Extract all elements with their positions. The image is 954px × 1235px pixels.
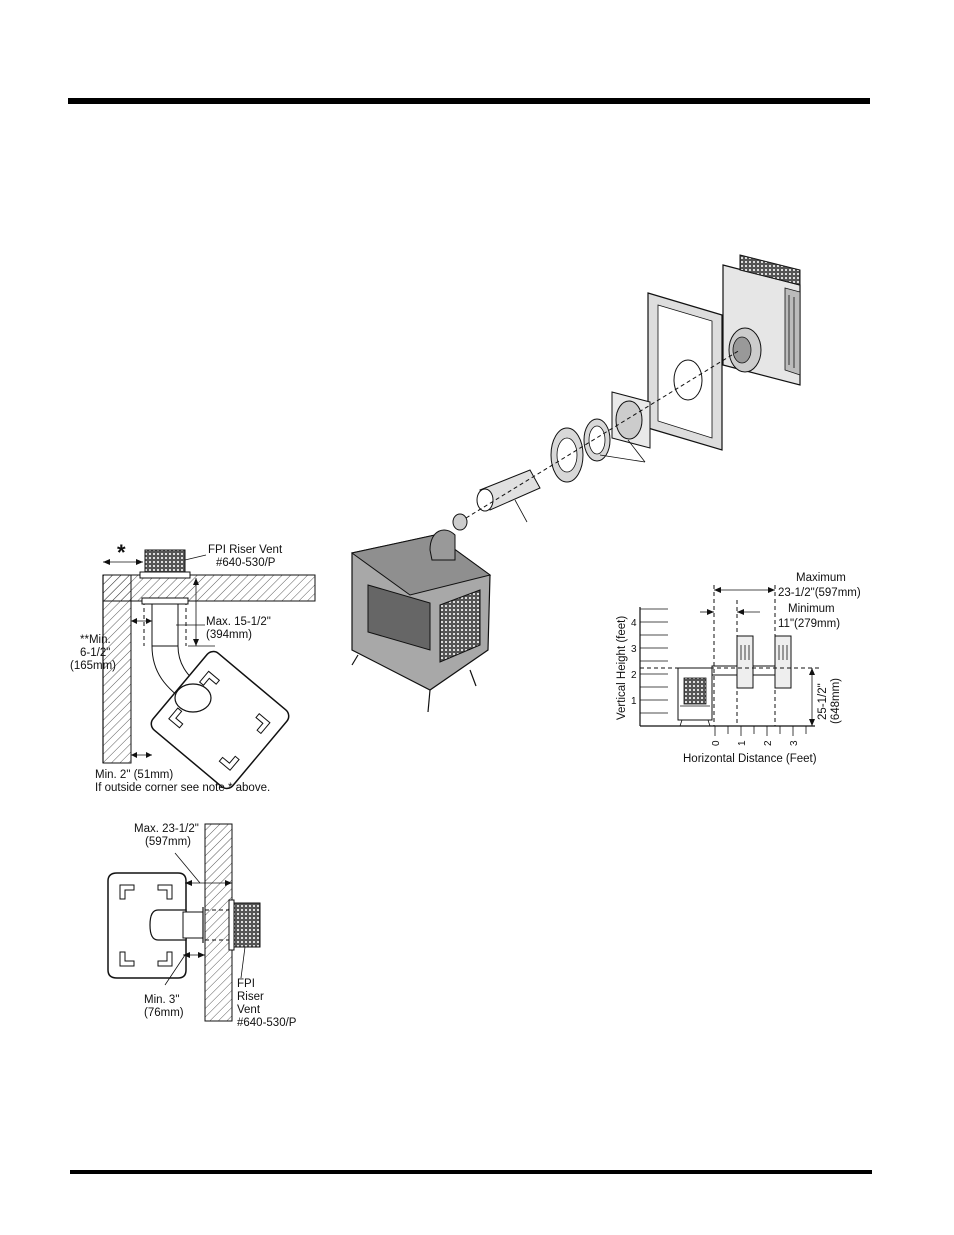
corner-note: If outside corner see note * above. [95, 782, 270, 794]
graph-y-tick-4: 4 [631, 618, 637, 629]
exploded-vent-assembly-illustration [350, 254, 801, 713]
wall-max-label: Max. 23-1/2" [134, 823, 199, 835]
corner-riser-vent-label: FPI Riser Vent [208, 544, 283, 556]
graph-y-tick-1: 1 [631, 696, 637, 707]
graph-y-grid [640, 608, 668, 714]
wall-min-label: Min. 3" [144, 994, 179, 1006]
graph-max-value: 23-1/2"(597mm) [778, 587, 861, 599]
graph-y-axis-label: Vertical Height (feet) [616, 616, 628, 720]
graph-x-tick-0: 0 [711, 740, 722, 746]
corner-max-metric: (394mm) [206, 629, 252, 641]
wall-vent-part: #640-530/P [237, 1017, 297, 1029]
graph-min-label: Minimum [788, 603, 835, 615]
graph-y-tick-2: 2 [631, 670, 637, 681]
graph-x-axis-label: Horizontal Distance (Feet) [683, 753, 817, 765]
wall-vent-line1: FPI [237, 978, 255, 990]
header-rule [68, 98, 870, 104]
graph-height-metric: (648mm) [830, 678, 842, 724]
corner-min-side-label: Min. 2" (51mm) [95, 769, 173, 781]
graph-height-label: 25-1/2" [817, 683, 829, 720]
graph-x-tick-2: 2 [763, 740, 774, 746]
graph-max-label: Maximum [796, 572, 846, 584]
corner-min-label-a: **Min. [80, 634, 111, 646]
corner-min-label-b: 6-1/2" [80, 647, 110, 659]
wall-vent-line2: Riser [237, 991, 264, 1003]
riser-wall-diagram [107, 823, 261, 1022]
riser-corner-diagram [102, 549, 316, 790]
wall-vent-line3: Vent [237, 1004, 261, 1016]
graph-x-ticks [714, 726, 807, 736]
graph-x-tick-1: 1 [737, 740, 748, 746]
footer-rule [70, 1170, 872, 1174]
corner-max-label: Max. 15-1/2" [206, 616, 271, 628]
graph-min-value: 11"(279mm) [778, 618, 840, 630]
corner-min-metric: (165mm) [70, 660, 116, 672]
wall-max-metric: (597mm) [145, 836, 191, 848]
vent-height-graph [639, 585, 820, 736]
corner-star-label: * [117, 540, 126, 565]
corner-riser-vent-part: #640-530/P [216, 557, 276, 569]
wall-min-metric: (76mm) [144, 1007, 184, 1019]
graph-x-tick-3: 3 [789, 740, 800, 746]
graph-y-tick-3: 3 [631, 644, 637, 655]
